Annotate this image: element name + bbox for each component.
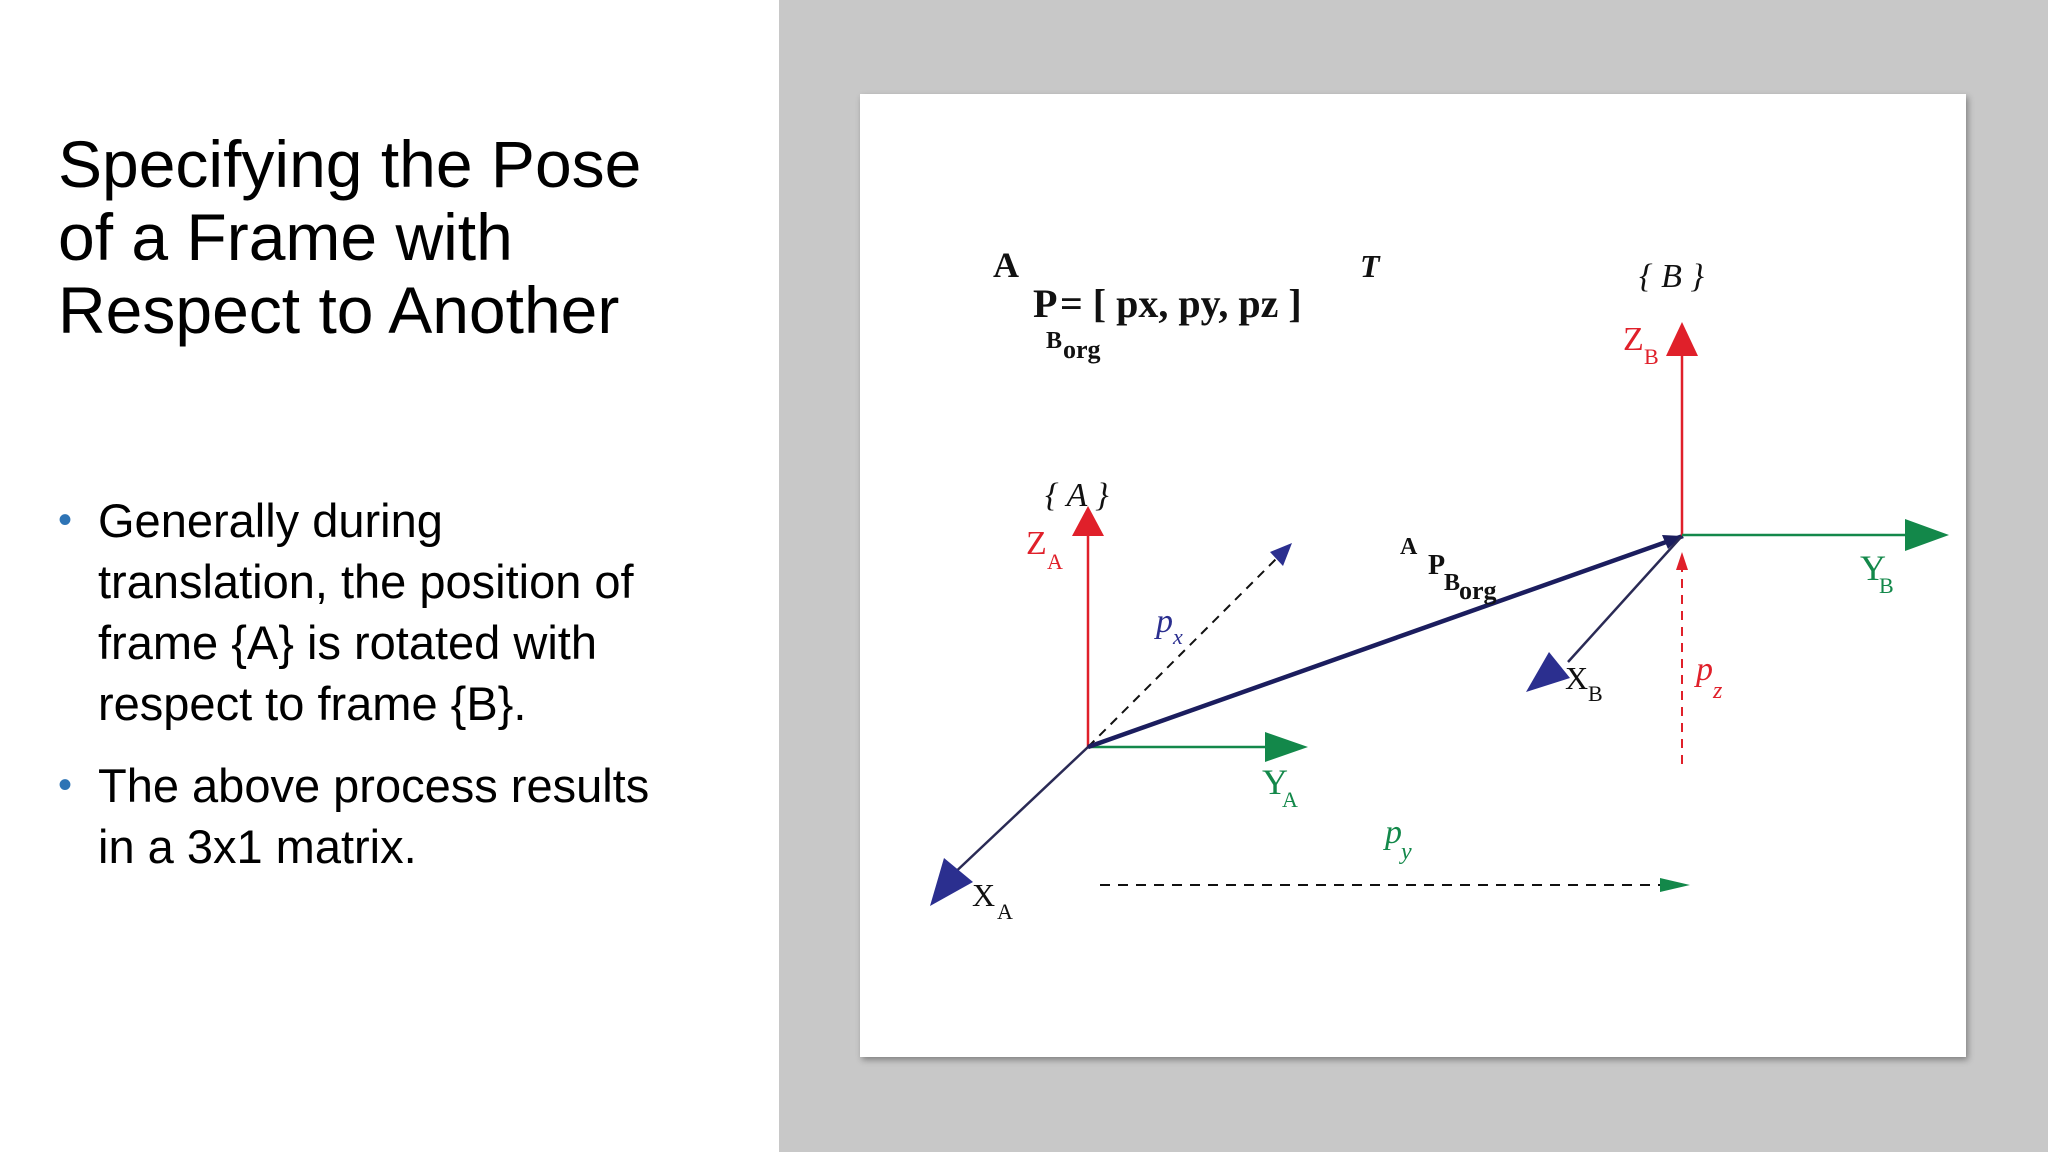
frame-b-y-label: Y — [1860, 548, 1886, 588]
frame-b-z-sub: B — [1644, 344, 1659, 369]
py-sub: y — [1399, 839, 1412, 865]
bullet-1-line-3: frame {A} is rotated with — [98, 616, 597, 669]
frame-a-x-arrowhead — [930, 858, 973, 906]
bullet-dot-icon: • — [58, 763, 73, 807]
title-line-1: Specifying the Pose — [58, 127, 642, 201]
frame-a-x-axis: X A — [930, 746, 1089, 924]
equation-sup-a: A — [993, 245, 1019, 285]
frame-b-x-axis: X B — [1526, 535, 1683, 706]
frame-b-label: { B } — [1639, 258, 1704, 295]
position-vector: A P B org — [1087, 533, 1684, 750]
pz-dashed-arrow: p z — [1676, 552, 1723, 764]
frame-a-y-arrowhead — [1265, 732, 1308, 762]
bullet-1-line-4: respect to frame {B}. — [98, 677, 527, 730]
bullet-list: • Generally during translation, the posi… — [58, 490, 758, 898]
bullet-2-line-1: The above process results — [98, 759, 650, 812]
vector-label-p: P — [1428, 550, 1445, 581]
vector-label-sub-org: org — [1459, 576, 1497, 605]
frame-a-y-sub: A — [1282, 787, 1298, 812]
pz-sub: z — [1712, 678, 1723, 704]
bullet-1-line-2: translation, the position of — [98, 555, 634, 608]
py-dashed-arrow: p y — [1100, 814, 1690, 892]
frame-b-x-arrowhead — [1526, 652, 1570, 692]
vector-label-sub-b: B — [1444, 570, 1460, 596]
px-sub: x — [1172, 624, 1183, 649]
frame-a-z-axis: Z A — [1026, 506, 1104, 747]
position-vector-line — [1087, 533, 1684, 750]
bullet-1-line-1: Generally during — [98, 494, 443, 547]
frame-a-x-label: X — [972, 877, 995, 913]
px-arrowhead — [1270, 543, 1292, 566]
px-label: p — [1154, 603, 1173, 640]
bullet-2-line-2: in a 3x1 matrix. — [98, 820, 417, 873]
frame-a-z-sub: A — [1047, 549, 1063, 574]
frame-b-y-axis: Y B — [1682, 519, 1949, 598]
equation-sup-t: T — [1360, 248, 1381, 284]
frame-a-x-line — [947, 746, 1089, 880]
frame-b-z-axis: Z B — [1623, 321, 1698, 536]
bullet-dot-icon: • — [58, 498, 73, 542]
frame-b-y-arrowhead — [1905, 519, 1949, 551]
equation-sub-b: B — [1046, 328, 1062, 354]
py-arrowhead — [1660, 878, 1690, 892]
frame-b-z-arrowhead — [1666, 322, 1698, 356]
title-line-2: of a Frame with — [58, 200, 513, 274]
frame-diagram-svg: A P = [ px, py, pz ] B org T { A } Z A Y… — [930, 245, 1949, 924]
position-vector-arrowhead — [1662, 535, 1682, 549]
title-line-3: Respect to Another — [58, 273, 620, 347]
py-label: p — [1383, 814, 1402, 851]
px-dashed-line — [1087, 556, 1279, 748]
frame-b-z-label: Z — [1623, 321, 1644, 358]
frame-b-x-sub: B — [1588, 681, 1603, 706]
frame-a-y-axis: Y A — [1088, 732, 1308, 812]
frame-a-z-arrowhead — [1072, 506, 1104, 536]
px-dashed-arrow: p x — [1087, 543, 1292, 748]
bullet-item-1: • Generally during translation, the posi… — [58, 490, 758, 734]
vector-label-sup: A — [1400, 534, 1418, 560]
equation-sub-org: org — [1063, 335, 1101, 364]
frame-a-y-label: Y — [1262, 762, 1288, 802]
slide-title: Specifying the Pose of a Frame with Resp… — [58, 128, 758, 347]
frame-b-x-line — [1567, 535, 1683, 663]
equation-body: = [ px, py, pz ] — [1060, 281, 1302, 326]
text-panel: Specifying the Pose of a Frame with Resp… — [0, 0, 779, 1152]
frame-a-x-sub: A — [997, 899, 1013, 924]
frame-diagram-figure: A P = [ px, py, pz ] B org T { A } Z A Y… — [860, 94, 1966, 1057]
frame-b-x-label: X — [1565, 660, 1588, 696]
pz-arrowhead — [1676, 552, 1688, 570]
frame-a-z-label: Z — [1026, 525, 1047, 562]
frame-a-label: { A } — [1045, 477, 1109, 514]
pz-label: p — [1694, 651, 1713, 688]
equation-p: P — [1033, 281, 1057, 326]
pose-equation: A P = [ px, py, pz ] B org T — [993, 245, 1381, 364]
bullet-item-2: • The above process results in a 3x1 mat… — [58, 755, 758, 877]
frame-b-y-sub: B — [1879, 573, 1894, 598]
